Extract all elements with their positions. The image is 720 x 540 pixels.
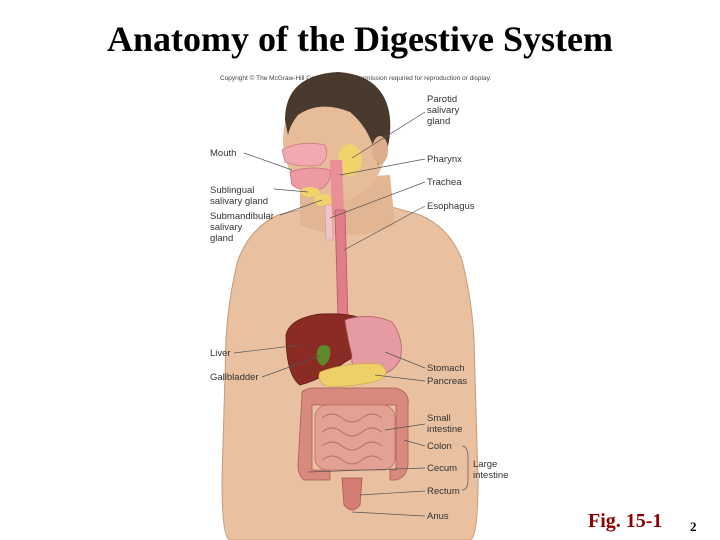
trachea — [324, 204, 334, 241]
large-intestine — [297, 387, 409, 481]
figure-label: Fig. 15-1 — [588, 510, 663, 532]
nasal-cavity — [281, 142, 328, 167]
label-liver: Liver — [210, 348, 231, 359]
page-title: Anatomy of the Digestive System — [107, 19, 613, 59]
submandibular-gland — [314, 194, 334, 206]
label-pancreas: Pancreas — [427, 376, 468, 387]
label-mouth: Mouth — [210, 148, 237, 159]
label-gallbladder: Gallbladder — [210, 372, 259, 383]
label-parotid-salivary-gland: Parotid salivary gland — [427, 94, 460, 127]
label-colon: Colon — [427, 441, 452, 452]
parotid-gland — [338, 144, 362, 176]
label-trachea: Trachea — [427, 177, 462, 188]
pancreas — [318, 363, 387, 387]
label-small-intestine: Small intestine — [427, 413, 463, 435]
stomach — [344, 316, 402, 377]
hair — [285, 72, 391, 165]
label-anus: Anus — [427, 511, 449, 522]
gallbladder — [316, 345, 331, 366]
label-submandibular-salivary-gland: Submandibular salivary gland — [210, 211, 274, 244]
small-intestine — [314, 404, 396, 471]
small-intestine-coils — [321, 413, 383, 465]
label-cecum: Cecum — [427, 463, 458, 474]
label-sublingual-salivary-gland: Sublingual salivary gland — [210, 185, 269, 207]
label-stomach: Stomach — [427, 363, 465, 374]
oral-cavity — [289, 167, 331, 191]
label-rectum: Rectum — [427, 486, 460, 497]
sublingual-gland — [300, 187, 320, 197]
page-number: 2 — [690, 519, 697, 534]
label-pharynx: Pharynx — [427, 154, 462, 165]
pharynx — [330, 160, 344, 215]
label-large-intestine: Large intestine — [473, 459, 509, 481]
leader-lines — [233, 111, 469, 517]
rectum — [341, 477, 363, 511]
label-esophagus: Esophagus — [427, 201, 475, 212]
